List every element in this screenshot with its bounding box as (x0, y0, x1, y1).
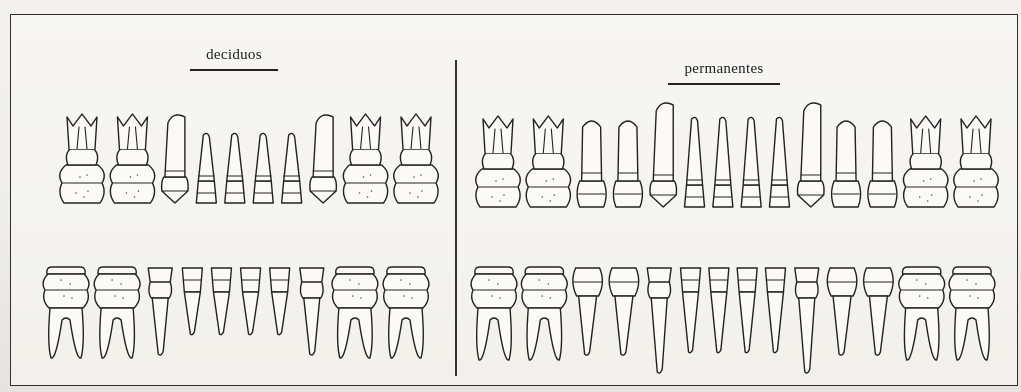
permanent-upper-tooth-premolar-11 (832, 121, 861, 207)
permanent-lower-tooth-premolar-3 (573, 268, 603, 355)
permanent-lower-tooth-incisor-7 (709, 268, 729, 353)
deciduous-upper-tooth-canine-3 (162, 115, 189, 203)
deciduous-upper-tooth-molar-2 (110, 114, 155, 203)
permanent-lower-tooth-premolar-4 (609, 268, 639, 355)
permanent-upper-tooth-premolar-3 (577, 121, 606, 207)
permanent-upper-tooth-molar-14 (954, 116, 999, 207)
deciduous-upper-tooth-canine-8 (310, 115, 337, 203)
permanent-lower-tooth-molar-1 (471, 267, 517, 360)
permanent-upper-tooth-molar-13 (903, 116, 948, 207)
permanent-upper-tooth-molar-1 (476, 116, 521, 207)
deciduous-lower-tooth-molar-2 (94, 267, 140, 358)
deciduous-upper-tooth-incisor-6 (253, 133, 273, 203)
deciduous-lower-tooth-incisor-6 (241, 268, 261, 335)
permanent-upper-tooth-incisor-6 (685, 117, 705, 207)
deciduous-lower-tooth-canine-3 (148, 268, 172, 355)
permanent-lower-tooth-molar-13 (899, 267, 945, 360)
permanent-upper-tooth-incisor-9 (769, 117, 789, 207)
deciduous-upper-tooth-molar-9 (343, 114, 388, 203)
deciduous-lower-tooth-incisor-4 (182, 268, 202, 335)
permanent-lower-tooth-incisor-6 (681, 268, 701, 353)
permanent-lower-tooth-molar-2 (521, 267, 567, 360)
deciduous-lower-tooth-molar-1 (43, 267, 89, 358)
deciduous-lower-tooth-molar-10 (383, 267, 429, 358)
permanent-lower-tooth-premolar-12 (864, 268, 894, 355)
permanent-upper-tooth-canine-10 (798, 103, 825, 207)
permanent-upper-tooth-incisor-8 (741, 117, 761, 207)
deciduous-lower-tooth-molar-9 (332, 267, 378, 358)
permanent-lower-tooth-incisor-8 (737, 268, 757, 353)
deciduous-lower-tooth-incisor-5 (211, 268, 231, 335)
deciduous-upper-tooth-incisor-5 (225, 133, 245, 203)
permanent-lower-tooth-molar-14 (949, 267, 995, 360)
permanent-lower-tooth-premolar-11 (827, 268, 857, 355)
deciduous-upper-tooth-incisor-7 (282, 133, 302, 203)
permanent-upper-tooth-incisor-7 (713, 117, 733, 207)
permanent-lower-tooth-incisor-9 (765, 268, 785, 353)
permanent-upper-tooth-molar-2 (526, 116, 571, 207)
deciduous-upper-tooth-incisor-4 (196, 133, 216, 203)
deciduous-lower-tooth-canine-8 (300, 268, 324, 355)
permanent-lower-tooth-canine-10 (795, 268, 819, 373)
deciduous-upper-tooth-molar-1 (60, 114, 105, 203)
permanent-upper-tooth-premolar-12 (868, 121, 897, 207)
permanent-upper-tooth-premolar-4 (613, 121, 642, 207)
permanent-upper-tooth-canine-5 (650, 103, 677, 207)
permanent-lower-tooth-canine-5 (647, 268, 671, 373)
deciduous-lower-tooth-incisor-7 (270, 268, 290, 335)
deciduous-upper-tooth-molar-10 (394, 114, 439, 203)
